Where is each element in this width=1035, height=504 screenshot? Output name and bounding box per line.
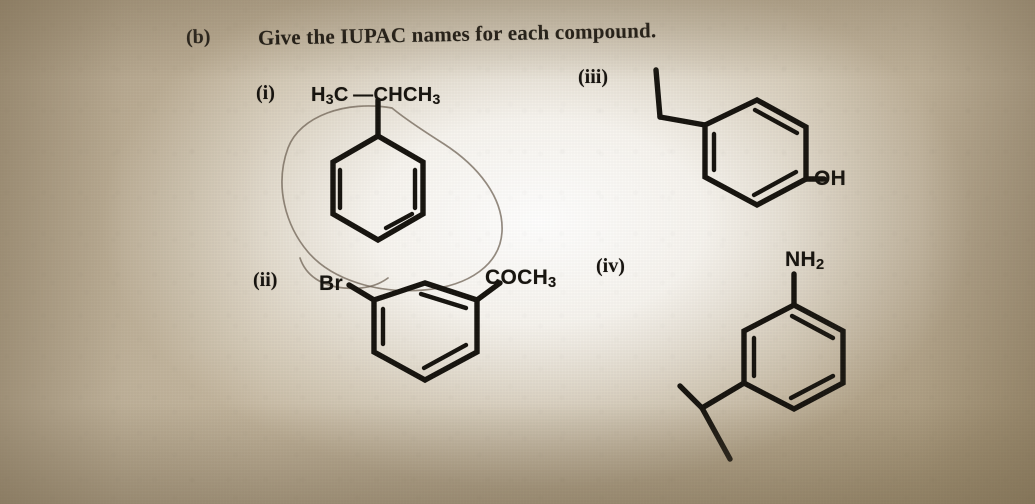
double-bond-iv-2 xyxy=(789,313,836,341)
benzene-ring-iv xyxy=(741,301,846,413)
bond-ipr-methyl-up xyxy=(677,383,705,411)
bond-ring-to-ipr-ch xyxy=(699,380,747,411)
bond-ipr-methyl-down xyxy=(699,405,733,462)
